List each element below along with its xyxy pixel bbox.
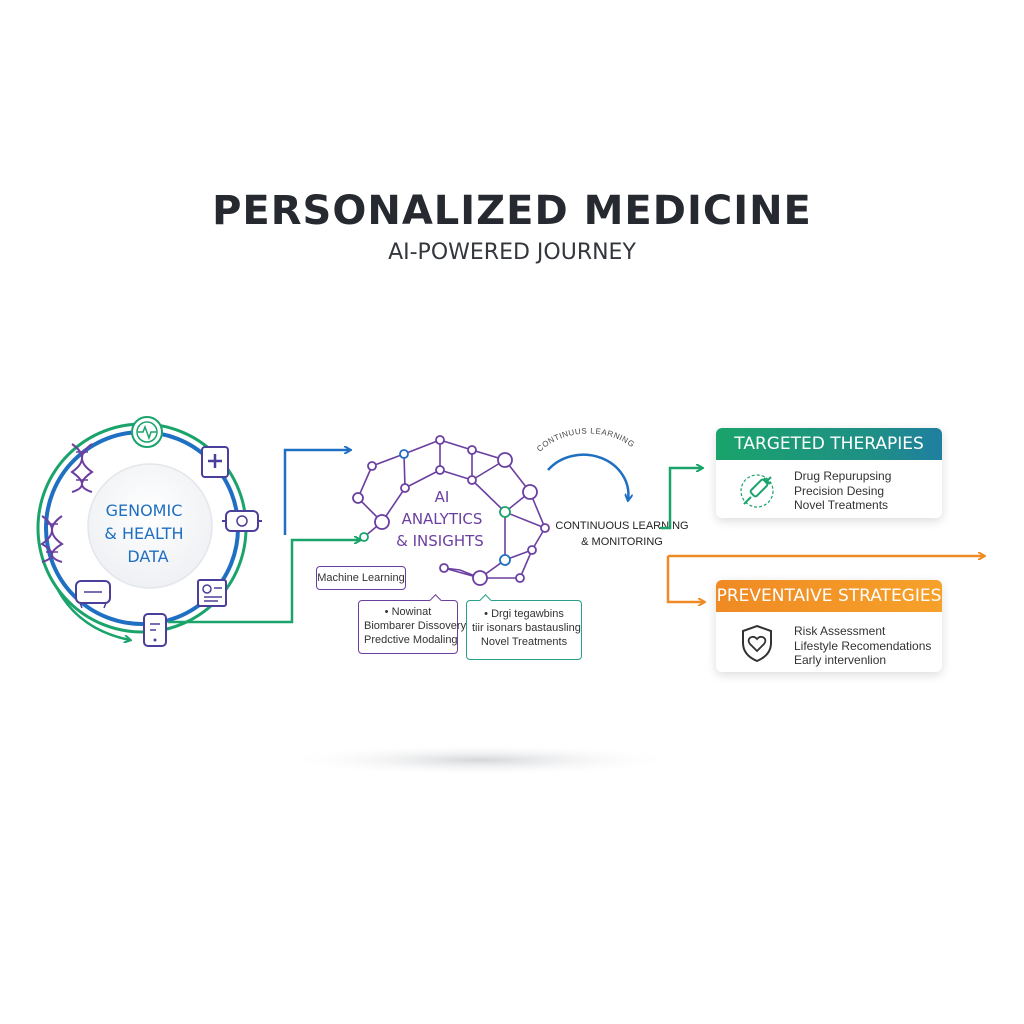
loop-label-line-1: CONTINUOUS LEARNING [555, 520, 688, 532]
targeted-therapies-body: Drug Repurupsing Precision Desing Novel … [716, 460, 942, 518]
hub-label-line-1: GENOMIC [106, 501, 183, 520]
ai-label-line-3: & INSIGHTS [396, 532, 484, 550]
hub-inner-disc [87, 463, 213, 589]
machine-learning-text: Machine Learning [317, 572, 405, 584]
preventative-strategies-card: PREVENTAIVE STRATEGIES Risk Assessment L… [716, 580, 942, 672]
machine-learning-label: Machine Learning [316, 566, 406, 590]
loop-arrow [547, 453, 628, 500]
wearable-icon [222, 510, 262, 532]
loop-arc-text: CONTINUUS LEARNING [535, 426, 636, 453]
dna-icon [40, 515, 64, 563]
preventative-item-1: Risk Assessment [794, 624, 886, 638]
preventative-strategies-body: Risk Assessment Lifestyle Recomendations… [716, 612, 942, 670]
loop-label-line-2: & MONITORING [581, 536, 663, 548]
preventative-strategies-header: PREVENTAIVE STRATEGIES [716, 580, 942, 612]
connector-blue-hub-to-ai [283, 450, 350, 535]
connector-orange-to-preventative [666, 556, 704, 602]
callout-left-line-3: Predctive Modaling [364, 634, 458, 646]
syringe-icon [740, 474, 774, 508]
connector-green-hub-to-ai [168, 540, 360, 624]
targeted-item-1: Drug Repurupsing [794, 469, 892, 483]
targeted-therapies-card: TARGETED THERAPIES Drug Repurupsing Prec… [716, 428, 942, 518]
ai-label-line-1: AI [435, 488, 450, 506]
callout-left-line-1: • Nowinat [384, 606, 432, 618]
connector-green-to-targeted [660, 468, 702, 530]
shield-heart-icon [742, 624, 772, 663]
callout-left-line-2: Biombarer Dissovery [364, 620, 467, 632]
hub-label-line-3: DATA [127, 547, 168, 566]
vr-headset-icon [75, 580, 111, 609]
ai-callout-right: • Drgi tegawbins tiir isonars bastauslin… [466, 594, 582, 660]
floor-shadow [280, 744, 680, 776]
targeted-item-3: Novel Treatments [794, 498, 889, 512]
targeted-therapies-list: Drug Repurupsing Precision Desing Novel … [794, 469, 891, 513]
preventative-strategies-list: Risk Assessment Lifestyle Recomendations… [794, 624, 931, 668]
page-subtitle: AI-POWERED JOURNEY [388, 240, 636, 265]
preventative-item-3: Early intervenlion [794, 653, 887, 667]
callout-right-line-3: Novel Treatments [480, 636, 568, 648]
callout-right-line-1: • Drgi tegawbins [484, 608, 564, 620]
ai-network-nodes [352, 435, 550, 586]
ai-brain-network [357, 439, 546, 579]
hub-ring-arrow [56, 589, 130, 640]
callout-right-line-2: tiir isonars bastausling [472, 622, 581, 634]
targeted-item-2: Precision Desing [794, 483, 885, 498]
hub-label-line-2: & HEALTH [104, 524, 183, 543]
preventative-item-2: Lifestyle Recomendations [794, 638, 932, 653]
ai-label-line-2: ANALYTICS [402, 510, 483, 528]
page-title: PERSONALIZED MEDICINE [212, 188, 812, 234]
dna-icon [70, 443, 94, 493]
ai-callout-left: • Nowinat Biombarer Dissovery Predctive … [358, 594, 467, 654]
chart-report-icon [197, 579, 227, 607]
heartbeat-icon [131, 416, 163, 448]
medical-file-icon [201, 446, 229, 478]
targeted-therapies-header: TARGETED THERAPIES [716, 428, 942, 460]
smartphone-icon [143, 613, 167, 647]
